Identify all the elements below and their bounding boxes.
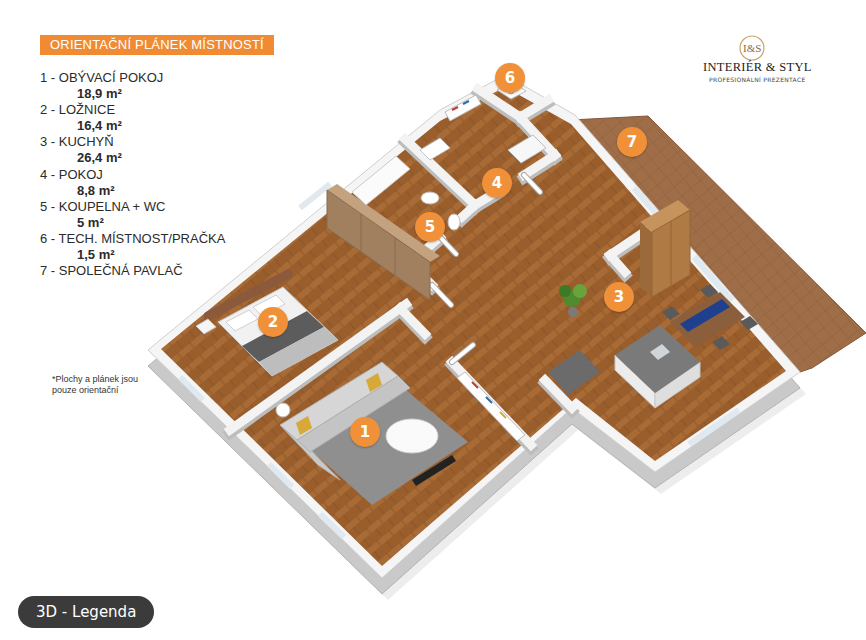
footnote: *Plochy a plánek jsou pouze orientační: [52, 374, 156, 396]
windows: [180, 184, 739, 537]
callout-number: 7: [617, 127, 647, 157]
callout-number: 1: [350, 417, 380, 447]
legend-item: 7 - SPOLEČNÁ PAVLAČ: [40, 263, 183, 278]
logo-ring: [740, 36, 764, 60]
coffee-table: [386, 419, 438, 453]
wardrobe: [327, 184, 440, 300]
callout-number: 3: [604, 282, 634, 312]
floor: [161, 87, 786, 566]
callout-label: 6: [505, 69, 515, 87]
callout-number: 5: [415, 212, 445, 242]
kitchen-counter: [548, 350, 600, 395]
outer-wall: [148, 75, 800, 578]
legend-item: 2 - LOŽNICE: [40, 102, 115, 117]
area-value: 26,4 m²: [77, 150, 122, 165]
callout-label: 3: [614, 288, 624, 306]
legend-button: 3D - Legenda: [18, 596, 154, 628]
toilet: [448, 214, 460, 230]
nightstand: [196, 319, 216, 334]
dining-table: [662, 284, 758, 350]
legend-item: 1 - OBÝVACÍ POKOJ: [40, 70, 163, 85]
bed: [208, 274, 338, 376]
callout-label: 5: [425, 218, 435, 236]
logo-mark: I&S: [743, 42, 761, 54]
legend-item: 3 - KUCHYŇ: [40, 134, 114, 149]
bookshelf: [457, 372, 525, 441]
callout-number: 6: [495, 63, 525, 93]
sofa: [280, 362, 410, 480]
callout-label: 4: [492, 174, 502, 192]
title-banner: ORIENTAČNÍ PLÁNEK MÍSTNOSTÍ: [40, 35, 274, 55]
area-value: 1,5 m²: [77, 247, 115, 262]
desk: [508, 135, 546, 163]
logo-tagline: PROFESIONÁLNÍ PREZENTACE: [709, 76, 806, 83]
tv-stand: [412, 455, 456, 486]
bathtub: [352, 156, 410, 205]
cabinet: [640, 200, 690, 297]
lamp: [276, 403, 290, 417]
legend-item: 4 - POKOJ: [40, 167, 103, 182]
plant: [559, 284, 587, 317]
callout-label: 1: [360, 423, 370, 441]
sink: [421, 192, 439, 204]
partition-shadow: [230, 92, 665, 448]
button-label: 3D - Legenda: [36, 603, 136, 621]
callout-label: 2: [268, 313, 278, 331]
title-text: ORIENTAČNÍ PLÁNEK MÍSTNOSTÍ: [50, 37, 264, 52]
logo-name: INTERIÉR & STYL: [703, 60, 812, 75]
legend-item: 5 - KOUPELNA + WC: [40, 199, 165, 214]
area-value: 5 m²: [77, 215, 104, 230]
area-value: 16,4 m²: [77, 118, 122, 133]
legend-item: 6 - TECH. MÍSTNOST/PRAČKA: [40, 231, 225, 246]
callout-number: 4: [482, 168, 512, 198]
partitions: [230, 89, 665, 445]
room-shelf: [445, 95, 481, 121]
callout-number: 2: [258, 307, 288, 337]
doors: [432, 175, 661, 362]
area-value: 8,8 m²: [77, 183, 115, 198]
area-value: 18,9 m²: [77, 86, 122, 101]
callout-label: 7: [627, 133, 637, 151]
room-bed: [420, 138, 450, 160]
